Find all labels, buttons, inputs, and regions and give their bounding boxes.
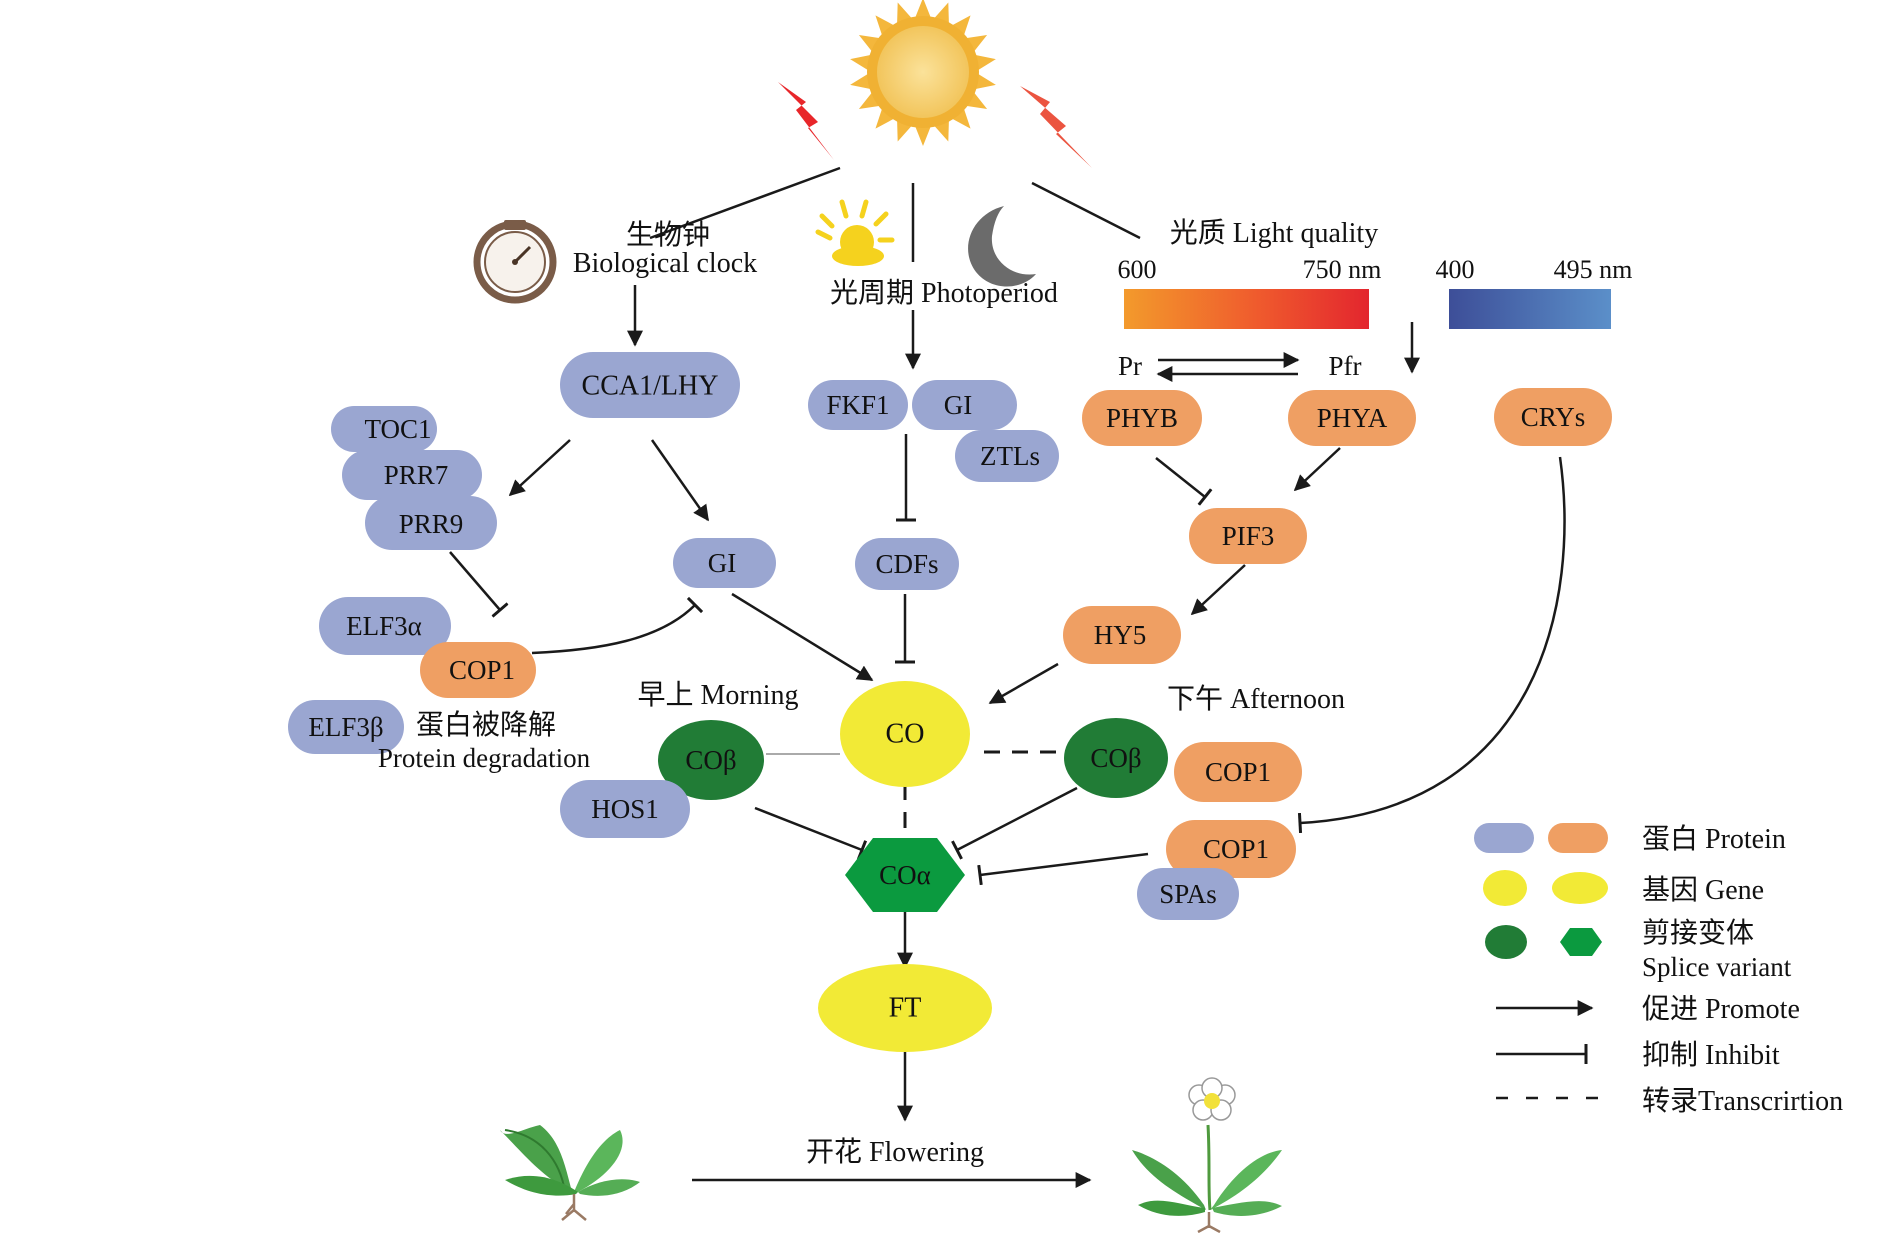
degradation-label-cn: 蛋白被降解 [416, 709, 556, 741]
flowering-label: 开花 Flowering [806, 1136, 984, 1168]
svg-text:GI: GI [944, 390, 973, 420]
svg-text:PRR7: PRR7 [384, 460, 449, 490]
node-toc1: TOC1 [331, 406, 437, 452]
svg-text:PHYA: PHYA [1317, 403, 1388, 433]
svg-text:HY5: HY5 [1094, 620, 1147, 650]
sun-cloud-icon [815, 199, 895, 266]
clock-label-cn: 生物钟 [626, 219, 710, 251]
node-gi-photo: GI [912, 380, 1017, 430]
connectors [449, 285, 1566, 1188]
svg-text:SPAs: SPAs [1159, 879, 1217, 909]
node-prr9: PRR9 [365, 496, 497, 550]
svg-text:COP1: COP1 [1203, 834, 1269, 864]
spectrum-red-end: 750 nm [1303, 255, 1382, 284]
afternoon-label: 下午 Afternoon [1167, 683, 1345, 715]
seedling-icon [500, 1125, 640, 1221]
legend-gene-oval-swatch [1552, 872, 1608, 904]
node-cob-right: COβ [1064, 718, 1168, 798]
legend-protein-orange-swatch [1548, 823, 1608, 853]
node-cca1-lhy: CCA1/LHY [560, 352, 740, 418]
svg-text:ELF3β: ELF3β [308, 712, 383, 742]
legend-splice-label-cn: 剪接变体 [1642, 917, 1754, 949]
svg-text:COP1: COP1 [1205, 757, 1271, 787]
pr-label: Pr [1118, 351, 1142, 381]
svg-text:ELF3α: ELF3α [346, 611, 422, 641]
node-co-alpha: COα [845, 838, 965, 912]
node-co: CO [840, 681, 970, 787]
node-prr7: PRR7 [342, 450, 482, 500]
node-hos1: HOS1 [560, 780, 690, 838]
node-ft: FT [818, 964, 992, 1052]
transcription-dashes [903, 750, 1058, 840]
spectrum-red-start: 600 [1118, 255, 1157, 284]
svg-text:HOS1: HOS1 [591, 794, 659, 824]
lightning-right-icon [1020, 86, 1092, 168]
svg-text:CCA1/LHY: CCA1/LHY [582, 371, 719, 402]
spectrum-blue-end: 495 nm [1554, 255, 1633, 284]
legend-splice-label-en: Splice variant [1642, 952, 1792, 982]
svg-text:FT: FT [889, 993, 922, 1024]
legend: 蛋白 Protein 基因 Gene 剪接变体 Splice variant 促… [1474, 823, 1843, 1117]
degradation-label-en: Protein degradation [378, 743, 591, 773]
node-elf3a: ELF3α [319, 597, 451, 655]
spectrum-blue-start: 400 [1436, 255, 1475, 284]
flowering-plant-icon [1132, 1077, 1282, 1233]
svg-text:COβ: COβ [1090, 743, 1141, 773]
legend-splice-circle-swatch [1485, 925, 1527, 959]
legend-gene-circle-swatch [1483, 870, 1527, 906]
svg-text:CO: CO [886, 719, 925, 750]
node-pif3: PIF3 [1189, 508, 1307, 564]
node-spas: SPAs [1137, 868, 1239, 920]
node-gi-clock: GI [673, 538, 776, 588]
sun-icon [850, 0, 996, 146]
svg-text:PRR9: PRR9 [399, 509, 464, 539]
svg-text:FKF1: FKF1 [826, 390, 889, 420]
node-cop1-right-2: COP1 [1166, 820, 1296, 878]
clock-label-en: Biological clock [573, 248, 757, 279]
svg-text:COβ: COβ [685, 745, 736, 775]
morning-label: 早上 Morning [637, 680, 798, 711]
sun-to-clock-line [649, 166, 841, 240]
node-fkf1: FKF1 [808, 380, 908, 430]
legend-protein-label: 蛋白 Protein [1642, 823, 1786, 855]
svg-text:COP1: COP1 [449, 655, 515, 685]
node-elf3b: ELF3β [288, 700, 404, 754]
legend-inhibit-label: 抑制 Inhibit [1642, 1039, 1780, 1071]
svg-text:CDFs: CDFs [875, 549, 938, 579]
node-ztls: ZTLs [955, 430, 1059, 482]
photoperiod-label: 光周期 Photoperiod [830, 277, 1058, 309]
svg-text:ZTLs: ZTLs [980, 441, 1040, 471]
moon-icon [968, 206, 1036, 287]
legend-gene-label: 基因 Gene [1642, 874, 1764, 906]
svg-text:CRYs: CRYs [1521, 402, 1586, 432]
svg-text:TOC1: TOC1 [364, 414, 431, 444]
node-hy5: HY5 [1063, 606, 1181, 664]
node-cob-left: COβ [658, 720, 764, 800]
legend-protein-blue-swatch [1474, 823, 1534, 853]
node-crys: CRYs [1494, 388, 1612, 446]
svg-text:PIF3: PIF3 [1222, 521, 1275, 551]
legend-promote-label: 促进 Promote [1642, 993, 1800, 1025]
svg-text:COα: COα [879, 860, 931, 890]
lightning-left-icon [778, 82, 834, 160]
light-quality-label: 光质 Light quality [1170, 217, 1378, 249]
node-cdfs: CDFs [855, 538, 959, 590]
stopwatch-icon [473, 220, 557, 304]
red-spectrum-bar [1124, 289, 1369, 329]
node-phyb: PHYB [1082, 390, 1202, 446]
svg-text:GI: GI [708, 548, 737, 578]
node-phya: PHYA [1288, 390, 1416, 446]
node-cop1-right-1: COP1 [1174, 742, 1302, 802]
legend-transcription-label: 转录Transcrirtion [1642, 1085, 1843, 1117]
pfr-label: Pfr [1329, 351, 1362, 381]
sun-to-lightquality-line [1031, 181, 1141, 240]
legend-splice-hex-swatch [1560, 928, 1602, 956]
node-cop1-left: COP1 [420, 642, 536, 698]
svg-text:PHYB: PHYB [1106, 403, 1178, 433]
blue-spectrum-bar [1449, 289, 1611, 329]
